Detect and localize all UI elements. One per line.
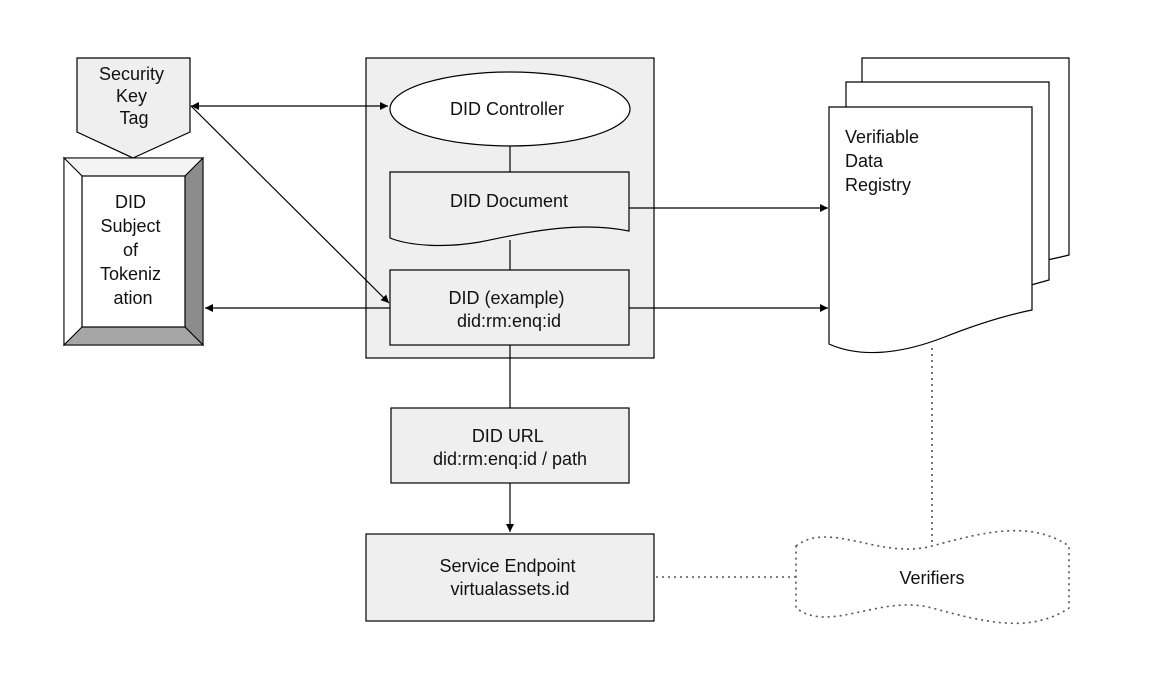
did-subject-node: [62, 156, 205, 347]
security-key-tag-line3: Tag: [119, 108, 148, 128]
did-document-node: [389, 171, 630, 247]
security-key-tag-node: [76, 57, 191, 159]
registry-label-line1: Verifiable: [845, 127, 919, 147]
did-url-node: [390, 407, 630, 484]
did-subject-line1: DID: [115, 192, 146, 212]
did-example-title: DID (example): [448, 288, 564, 308]
service-endpoint-title: Service Endpoint: [439, 556, 575, 576]
svg-text:DID (example) did:rm:enq:i: DID (example) did:rm:enq:id: [448, 288, 569, 331]
security-key-tag-line1: Security: [99, 64, 164, 84]
did-controller-node: [389, 71, 631, 147]
service-endpoint-node: [365, 533, 655, 622]
svg-text:DID Subject of Tok: DID Subject of Tokeniz ation: [100, 192, 166, 308]
did-subject-line2: Subject: [100, 216, 160, 236]
security-key-tag-line2: Key: [116, 86, 147, 106]
did-subject-line3: of: [123, 240, 139, 260]
did-subject-line5: ation: [113, 288, 152, 308]
registry-label-line3: Registry: [845, 175, 911, 195]
did-document-label: DID Document: [450, 191, 568, 211]
did-controller-label: DID Controller: [450, 99, 564, 119]
did-example-node: [389, 269, 630, 346]
verifiers-node: [795, 529, 1070, 625]
svg-text:Service Endpoint virtualas: Service Endpoint virtualassets.id: [439, 556, 580, 599]
verifiable-data-registry-node: [828, 57, 1070, 354]
did-url-title: DID URL: [472, 426, 544, 446]
svg-text:DID URL did:rm:enq:id / pa: DID URL did:rm:enq:id / path: [433, 426, 587, 469]
verifiers-label: Verifiers: [899, 568, 964, 588]
did-subject-line4: Tokeniz: [100, 264, 161, 284]
did-example-value: did:rm:enq:id: [457, 311, 561, 331]
service-endpoint-value: virtualassets.id: [450, 579, 569, 599]
did-url-value: did:rm:enq:id / path: [433, 449, 587, 469]
registry-label-line2: Data: [845, 151, 884, 171]
svg-text:Verifiable Data Regist: Verifiable Data Registry: [845, 127, 924, 195]
arrow-tag-to-did: [190, 105, 390, 304]
svg-text:Security Key Tag: Security Key Tag: [99, 64, 169, 128]
